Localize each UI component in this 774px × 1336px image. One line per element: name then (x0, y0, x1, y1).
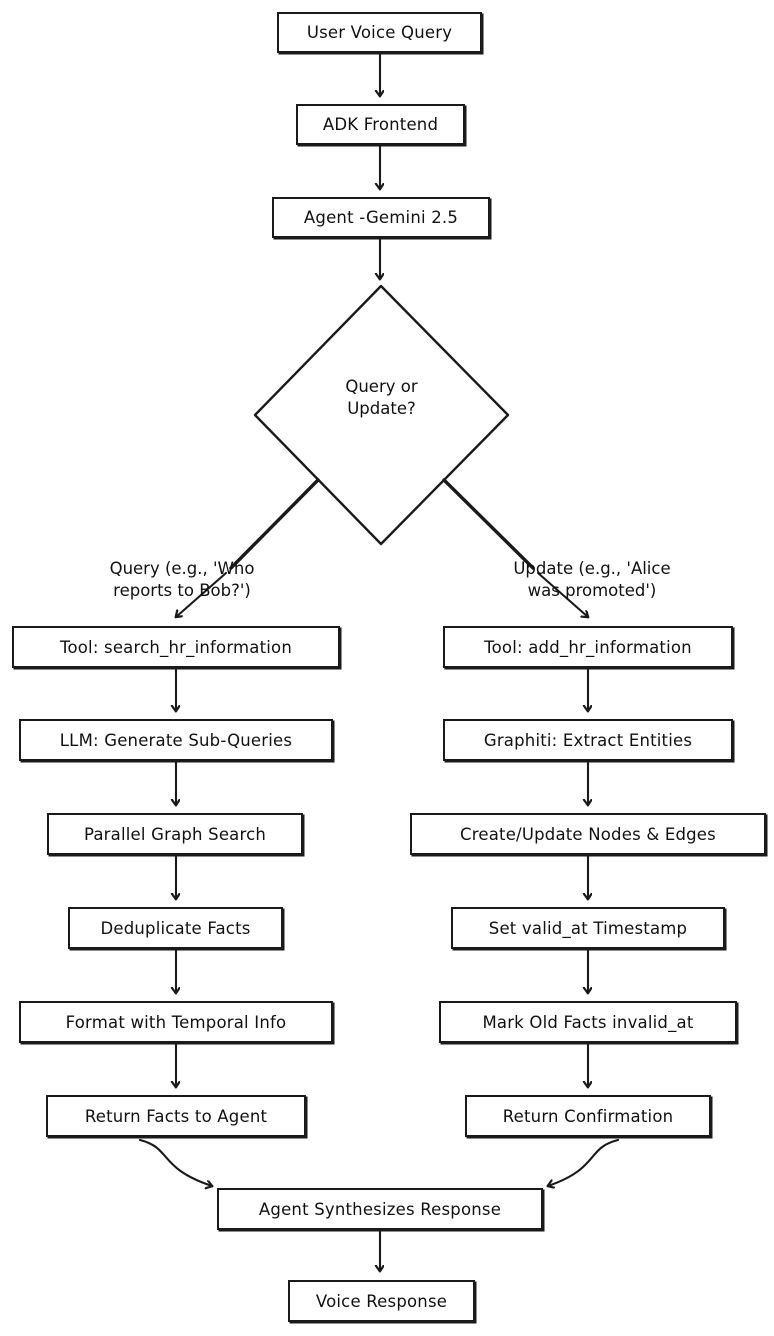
node-format-with-temporal-info[interactable]: Format with Temporal Info (19, 1001, 333, 1043)
node-deduplicate-facts[interactable]: Deduplicate Facts (68, 907, 283, 949)
node-label: Parallel Graph Search (83, 824, 267, 844)
edge-label-update-branch: Update (e.g., 'Alice was promoted') (513, 559, 671, 601)
edge-decision-left-branch (229, 478, 320, 570)
edge-confirmation-to-synth (548, 1138, 620, 1186)
node-label: Format with Temporal Info (65, 1012, 287, 1032)
node-tool-add-hr-information[interactable]: Tool: add_hr_information (443, 626, 733, 668)
node-parallel-graph-search[interactable]: Parallel Graph Search (47, 813, 303, 855)
node-label: Set valid_at Timestamp (488, 918, 688, 938)
node-label: Graphiti: Extract Entities (483, 730, 693, 750)
edge-decision-right-branch (442, 478, 535, 570)
node-return-confirmation[interactable]: Return Confirmation (465, 1095, 711, 1137)
node-label: User Voice Query (306, 23, 453, 42)
node-label: Tool: add_hr_information (484, 637, 692, 657)
edge-label-query-branch: Query (e.g., 'Who reports to Bob?') (109, 559, 255, 601)
node-label: Tool: search_hr_information (59, 637, 293, 657)
decision-label-line2: Update? (347, 399, 416, 418)
node-label: Deduplicate Facts (100, 918, 251, 938)
node-label: Return Confirmation (502, 1106, 674, 1126)
edge-left-branch-to-search (176, 571, 228, 617)
node-label: Voice Response (315, 1291, 448, 1311)
node-agent-synthesizes-response[interactable]: Agent Synthesizes Response (217, 1188, 543, 1230)
node-create-update-nodes-edges[interactable]: Create/Update Nodes & Edges (410, 813, 766, 855)
node-label: Agent Synthesizes Response (258, 1199, 502, 1219)
node-mark-old-facts-invalid-at[interactable]: Mark Old Facts invalid_at (439, 1001, 737, 1043)
node-label: Agent -Gemini 2.5 (303, 208, 459, 227)
node-label: Create/Update Nodes & Edges (460, 824, 716, 844)
node-voice-response[interactable]: Voice Response (288, 1280, 475, 1322)
edge-right-branch-to-addhr (536, 571, 588, 617)
node-adk-frontend[interactable]: ADK Frontend (296, 104, 465, 145)
node-agent-gemini[interactable]: Agent -Gemini 2.5 (272, 197, 490, 238)
node-label: Mark Old Facts invalid_at (482, 1012, 694, 1032)
node-tool-search-hr-information[interactable]: Tool: search_hr_information (12, 626, 340, 668)
node-set-valid-at-timestamp[interactable]: Set valid_at Timestamp (451, 907, 725, 949)
node-user-voice-query[interactable]: User Voice Query (277, 12, 482, 53)
edge-returnfacts-to-synth (138, 1138, 212, 1186)
node-label: ADK Frontend (322, 115, 439, 134)
node-graphiti-extract-entities[interactable]: Graphiti: Extract Entities (443, 719, 733, 761)
node-label: LLM: Generate Sub-Queries (59, 730, 293, 750)
node-return-facts-to-agent[interactable]: Return Facts to Agent (46, 1095, 306, 1137)
decision-label-line1: Query or (345, 377, 418, 396)
node-label: Return Facts to Agent (84, 1106, 268, 1126)
node-query-or-update[interactable]: Query or Update? (255, 286, 508, 544)
node-llm-generate-sub-queries[interactable]: LLM: Generate Sub-Queries (19, 719, 333, 761)
